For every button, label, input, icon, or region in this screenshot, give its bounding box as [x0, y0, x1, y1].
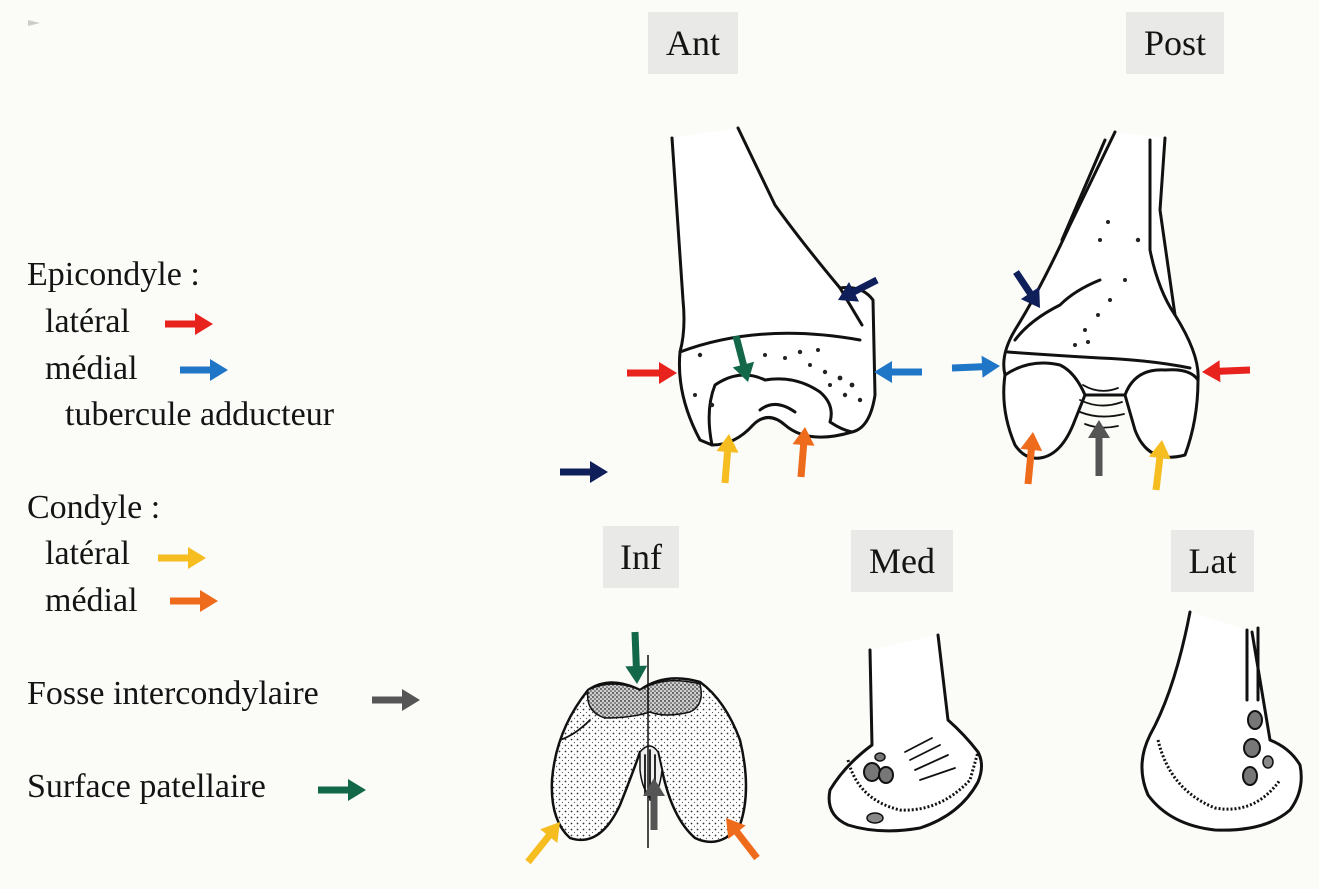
condyle-title: Condyle :: [27, 489, 161, 526]
ant-arrow-condyle-medial: [792, 427, 815, 478]
post-arrow-epicondyle-lateral: [1202, 360, 1251, 383]
legend-arrow-adductor-tubercle: [560, 461, 608, 483]
ant-arrow-epicondyle-lateral: [627, 362, 677, 384]
post-arrow-adductor-tubercle: [1013, 270, 1040, 308]
epicondyle-title: Epicondyle :: [27, 256, 200, 293]
post-arrow-condyle-lateral: [1148, 440, 1171, 491]
view-label-med: Med: [851, 530, 953, 592]
legend-arrow-epicondyle-lateral: [165, 313, 213, 335]
legend-arrow-condyle-medial: [170, 590, 218, 612]
ant-arrow-condyle-lateral: [716, 434, 739, 484]
inf-arrow-intercondylar-fossa: [643, 778, 665, 830]
adductor-tubercle-label: tubercule adducteur: [65, 396, 335, 433]
femur-posterior-view: [1002, 130, 1200, 460]
femur-lateral-view: [1140, 610, 1303, 832]
post-arrow-intercondylar-fossa: [1088, 420, 1110, 476]
condyle-medial-label: médial: [45, 582, 138, 619]
ant-arrow-adductor-tubercle: [838, 276, 879, 302]
post-arrow-epicondyle-medial: [951, 355, 1000, 378]
view-label-ant: Ant: [648, 12, 738, 74]
view-label-lat: Lat: [1171, 530, 1254, 592]
view-label-inf: Inf: [603, 526, 679, 588]
inf-arrow-patellar-surface: [625, 631, 648, 684]
legend-arrow-epicondyle-medial: [180, 359, 228, 381]
ant-arrow-patellar-surface: [732, 335, 755, 382]
inf-arrow-condyle-lateral: [525, 822, 560, 865]
post-arrow-condyle-medial: [1020, 432, 1043, 485]
view-label-post: Post: [1126, 12, 1224, 74]
intercondylar-fossa-label: Fosse intercondylaire: [27, 675, 319, 712]
ant-arrow-epicondyle-medial: [874, 361, 922, 383]
patellar-surface-label: Surface patellaire: [27, 768, 266, 805]
epicondyle-lateral-label: latéral: [45, 303, 130, 340]
legend-arrow-patellar-surface: [318, 779, 366, 801]
inf-arrow-condyle-medial: [726, 818, 760, 861]
corner-mark: [28, 20, 40, 26]
epicondyle-medial-label: médial: [45, 350, 138, 387]
legend-arrow-intercondylar-fossa: [372, 689, 420, 711]
femur-inferior-view: [550, 655, 748, 848]
legend-arrow-condyle-lateral: [158, 547, 206, 569]
condyle-lateral-label: latéral: [45, 535, 130, 572]
femur-anterior-view: [670, 126, 877, 447]
femur-medial-view: [827, 633, 983, 833]
